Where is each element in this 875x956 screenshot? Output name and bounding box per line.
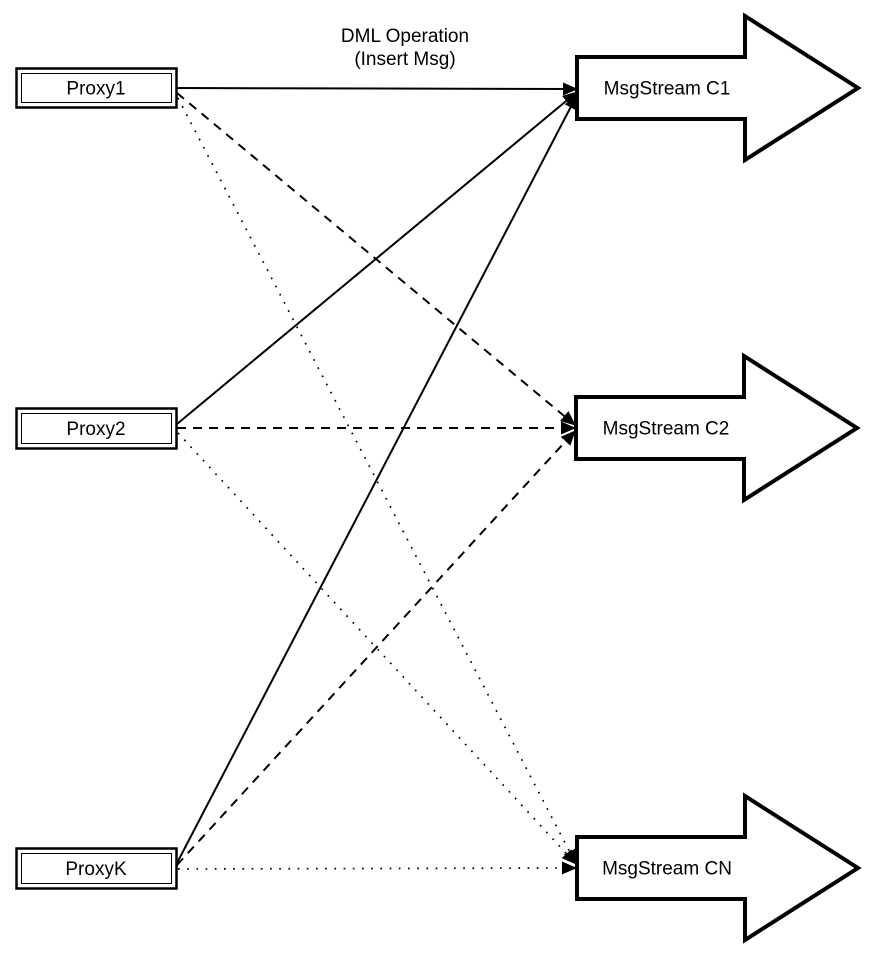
proxy1-box-inner: [21, 73, 172, 103]
proxy2-box-inner: [21, 413, 172, 444]
edge-proxy1-c1-solid: [176, 82, 578, 96]
msgstream-cn-arrow-shape: [575, 792, 862, 944]
msgstream-c2: MsgStream C2: [574, 352, 861, 504]
proxyk-label: ProxyK: [65, 859, 127, 880]
proxy-node-2: Proxy2: [15, 407, 178, 450]
diagram-title: DML Operation (Insert Msg): [341, 26, 469, 70]
edge-proxyk-c2-dashed: [176, 430, 576, 866]
msgstream-cn-label: MsgStream CN: [602, 859, 732, 880]
proxy1-box: [15, 67, 178, 109]
proxy2-box: [15, 407, 178, 450]
msgstream-cn: MsgStream CN: [575, 792, 862, 944]
msgstream-c1-label: MsgStream C1: [604, 79, 731, 100]
edges-layer: [176, 82, 578, 875]
proxy1-label: Proxy1: [66, 79, 125, 100]
proxy-node-1: Proxy1: [15, 67, 178, 109]
proxyk-box: [15, 847, 178, 890]
edge-proxyk-c1-solid: [176, 94, 578, 864]
title-line-1: DML Operation: [341, 26, 469, 47]
proxy2-label: Proxy2: [66, 419, 125, 440]
proxyk-box-inner: [21, 853, 172, 884]
title-line-2: (Insert Msg): [354, 49, 455, 70]
msgstream-c1-arrow-shape: [575, 12, 862, 164]
msgstream-c2-arrow-shape: [574, 352, 861, 504]
msgstream-c1: MsgStream C1: [575, 12, 862, 164]
edge-proxyk-cn-dotted: [177, 861, 577, 875]
edge-proxy2-cn-dotted: [177, 432, 577, 865]
proxy-node-k: ProxyK: [15, 847, 178, 890]
msgstream-c2-label: MsgStream C2: [603, 419, 730, 440]
edge-proxy2-c1-solid: [176, 91, 578, 425]
